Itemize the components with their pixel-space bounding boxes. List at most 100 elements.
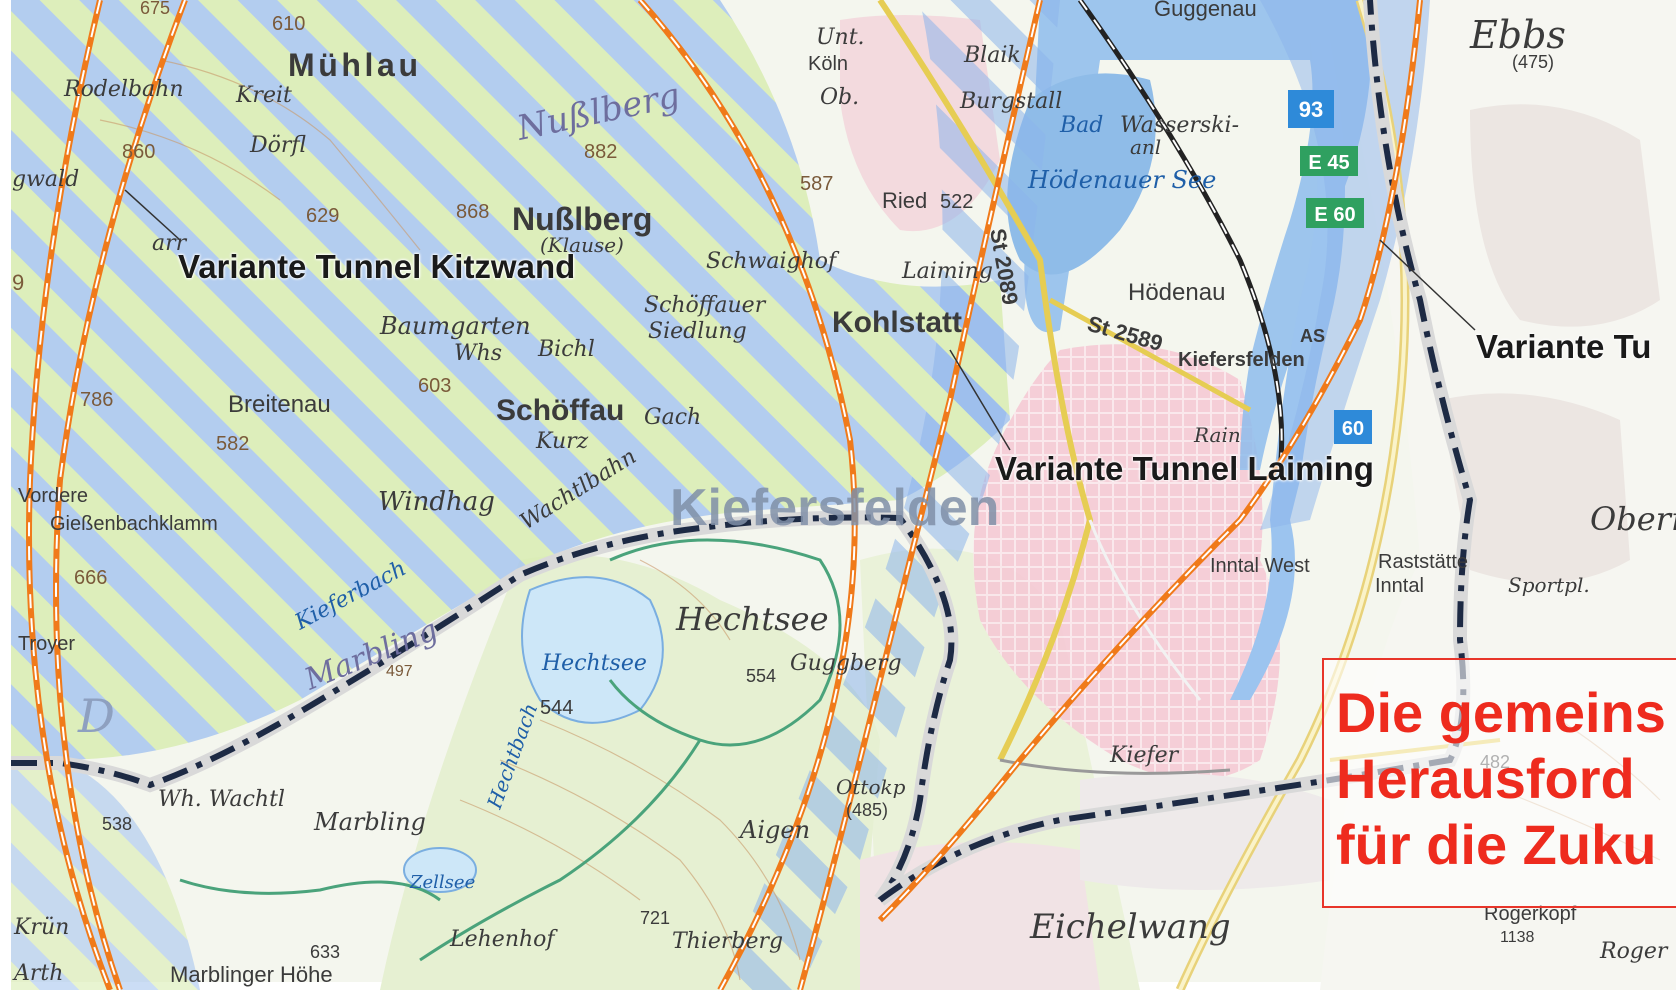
label-aigen: Aigen xyxy=(738,816,810,844)
shield-e45-text: E 45 xyxy=(1308,152,1349,174)
label-whs: Whs xyxy=(454,341,502,366)
elev-582: 582 xyxy=(216,433,249,455)
label-eichelwang: Eichelwang xyxy=(1029,907,1231,947)
elev-675: 675 xyxy=(140,0,170,18)
label-ottokp: Ottokp xyxy=(836,775,906,799)
label-schoeffau: Schöffau xyxy=(496,394,624,427)
elev-538: 538 xyxy=(102,814,132,834)
zellsee-lake xyxy=(403,847,477,893)
hiking-trails xyxy=(179,538,842,962)
label-guggberg: Guggberg xyxy=(790,651,902,676)
label-hoedenau: Hödenau xyxy=(1128,279,1225,306)
label-giessenbachklamm: Gießenbachklamm xyxy=(50,513,218,535)
oberndorf-town xyxy=(1440,393,1630,583)
label-rodelbahn: Rodelbahn xyxy=(63,77,184,102)
route-label-laiming: Variante Tunnel Laiming xyxy=(995,450,1374,487)
label-kiefersfelden: Kiefersfelden xyxy=(670,479,999,537)
label-ebbs: Ebbs xyxy=(1469,13,1566,57)
label-thierberg: Thierberg xyxy=(672,929,783,954)
elev-497: 497 xyxy=(386,663,413,680)
label-rogerkopf: Rogerkopf xyxy=(1484,903,1577,925)
label-siedlung: Siedlung xyxy=(648,319,747,344)
route-label-kitzwand: Variante Tunnel Kitzwand xyxy=(178,248,576,285)
label-hechtsee-lake: Hechtsee xyxy=(541,651,647,676)
label-baumgarten: Baumgarten xyxy=(379,312,531,340)
leader-lines xyxy=(124,189,1476,451)
label-lehenhof: Lehenhof xyxy=(449,927,558,952)
label-kreit: Kreit xyxy=(235,83,292,108)
label-hechtsee-region: Hechtsee xyxy=(675,600,829,638)
callout-line-3: für die Zuku xyxy=(1336,813,1657,876)
elev-882: 882 xyxy=(584,141,617,163)
label-as: AS xyxy=(1300,326,1325,346)
callout-line-2: Herausford xyxy=(1336,747,1635,810)
place-labels: Mühlau Nußlberg Nußlberg (Klause) Breite… xyxy=(12,0,1676,987)
label-koeln: Köln xyxy=(808,53,848,75)
label-guggenau: Guggenau xyxy=(1154,0,1257,21)
label-doerfl: Dörfl xyxy=(249,133,306,158)
tunnel-routes xyxy=(26,0,1423,990)
label-arth: Arth xyxy=(12,961,63,986)
label-muehlau: Mühlau xyxy=(288,47,418,83)
elev-868: 868 xyxy=(456,201,489,223)
elev-554: 554 xyxy=(746,666,776,686)
label-d-country: D xyxy=(77,689,115,743)
frame-edge xyxy=(0,0,11,990)
elev-666: 666 xyxy=(74,567,107,589)
label-gwald: gwald xyxy=(12,167,79,192)
tunnel-corridor-kitzwand xyxy=(11,0,1010,760)
inn-river xyxy=(1024,0,1372,470)
elev-860: 860 xyxy=(122,141,155,163)
label-kiefer: Kiefer xyxy=(1109,743,1180,768)
kiefersfelden-town xyxy=(973,344,1280,780)
elevation-labels: 610 882 860 629 868 587 603 786 582 666 … xyxy=(12,0,1510,962)
shield-a93-text: 93 xyxy=(1299,97,1323,122)
label-oberndorf: Obern xyxy=(1590,500,1676,538)
elev-587: 587 xyxy=(800,173,833,195)
label-windhag: Windhag xyxy=(378,487,495,517)
tunnel-corridor-laiming xyxy=(720,0,1060,990)
label-unt: Unt. xyxy=(816,25,865,50)
label-kruen: Krün xyxy=(13,915,69,940)
label-marbling: Marbling xyxy=(313,808,426,836)
label-wasserski: Wasserski- xyxy=(1120,113,1239,138)
label-arr: arr xyxy=(152,231,188,256)
label-marblinger-hoehe: Marblinger Höhe xyxy=(170,962,333,987)
label-ried-elev: 522 xyxy=(940,191,973,213)
elev-629: 629 xyxy=(306,205,339,227)
label-gach: Gach xyxy=(644,405,701,430)
railway-dash xyxy=(1079,0,1283,471)
label-schwaighof: Schwaighof xyxy=(706,249,840,274)
callout-line-1: Die gemeins xyxy=(1336,681,1666,744)
label-breitenau: Breitenau xyxy=(228,391,331,418)
route-label-tu: Variante Tu xyxy=(1476,328,1652,365)
label-nusslberg: Nußlberg xyxy=(512,201,652,237)
label-burgstall: Burgstall xyxy=(959,89,1062,114)
shield-a93-icon xyxy=(1288,90,1334,128)
label-laiming-village: Laiming xyxy=(901,259,993,284)
elev-9: 9 xyxy=(12,270,24,295)
shield-e45-icon xyxy=(1300,146,1358,176)
label-vordere: Vordere xyxy=(18,485,88,507)
shield-e60-icon xyxy=(1306,198,1364,228)
shield-e60-text: E 60 xyxy=(1314,204,1355,226)
elev-544: 544 xyxy=(540,697,573,719)
label-inntal: Inntal xyxy=(1375,575,1424,597)
label-rain: Rain xyxy=(1193,423,1241,447)
callout-box: Die gemeins Herausford für die Zuku xyxy=(1322,658,1676,908)
label-inntal-west: Inntal West xyxy=(1210,555,1310,577)
label-schoeffauer: Schöffauer xyxy=(644,293,767,318)
label-kiefersfelden-small: Kiefersfelden xyxy=(1178,349,1305,371)
label-roger: Roger xyxy=(1599,939,1669,964)
label-zellsee: Zellsee xyxy=(409,872,475,893)
elev-603: 603 xyxy=(418,375,451,397)
label-wh-wachtl: Wh. Wachtl xyxy=(158,787,285,812)
label-bichl: Bichl xyxy=(537,337,595,362)
label-blaik: Blaik xyxy=(963,43,1021,68)
label-kohlstatt: Kohlstatt xyxy=(832,306,962,339)
label-ried: Ried xyxy=(882,188,927,213)
label-rogerkopf-elev: 1138 xyxy=(1500,929,1535,946)
label-bad: Bad xyxy=(1059,113,1103,138)
